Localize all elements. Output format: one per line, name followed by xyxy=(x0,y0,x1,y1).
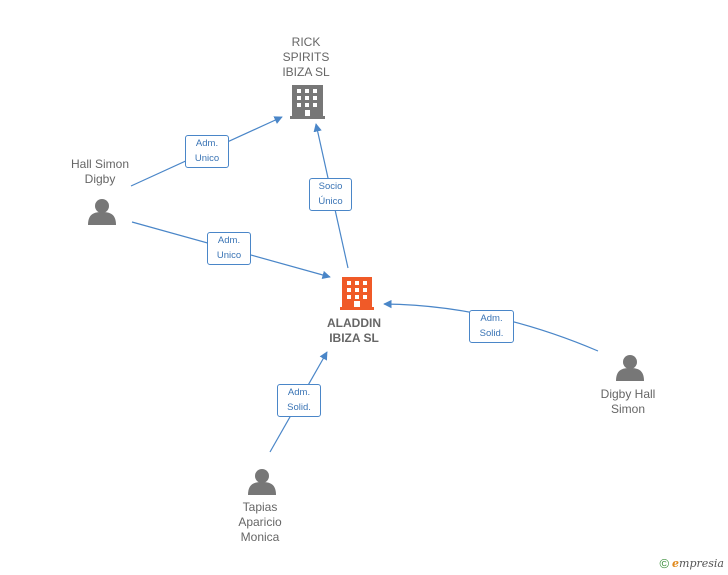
edge-label-aladdin-rick: Socio Único xyxy=(309,178,352,211)
person-icon xyxy=(616,355,644,381)
footer-brand: © empresia xyxy=(659,556,724,571)
brand-logo: empresia xyxy=(672,557,724,570)
edge-label-tapias-aladdin: Adm. Solid. xyxy=(277,384,321,417)
edge-label-hall-rick: Adm. Unico xyxy=(185,135,229,168)
copyright-icon: © xyxy=(659,556,670,571)
edge-label-hall-aladdin: Adm. Unico xyxy=(207,232,251,265)
node-label-hall-simon-digby[interactable]: Hall Simon Digby xyxy=(70,157,130,186)
building-icon xyxy=(290,85,325,119)
node-label-aladdin[interactable]: ALADDIN IBIZA SL xyxy=(327,316,381,345)
node-label-tapias-aparicio-monica[interactable]: Tapias Aparicio Monica xyxy=(238,500,282,544)
node-label-digby-hall-simon[interactable]: Digby Hall Simon xyxy=(600,387,656,416)
node-label-rick-spirits[interactable]: RICK SPIRITS IBIZA SL xyxy=(282,35,330,79)
person-icon xyxy=(88,199,116,225)
main-building-icon xyxy=(340,277,374,310)
person-icon xyxy=(248,469,276,495)
edge-label-digby-aladdin: Adm. Solid. xyxy=(469,310,514,343)
